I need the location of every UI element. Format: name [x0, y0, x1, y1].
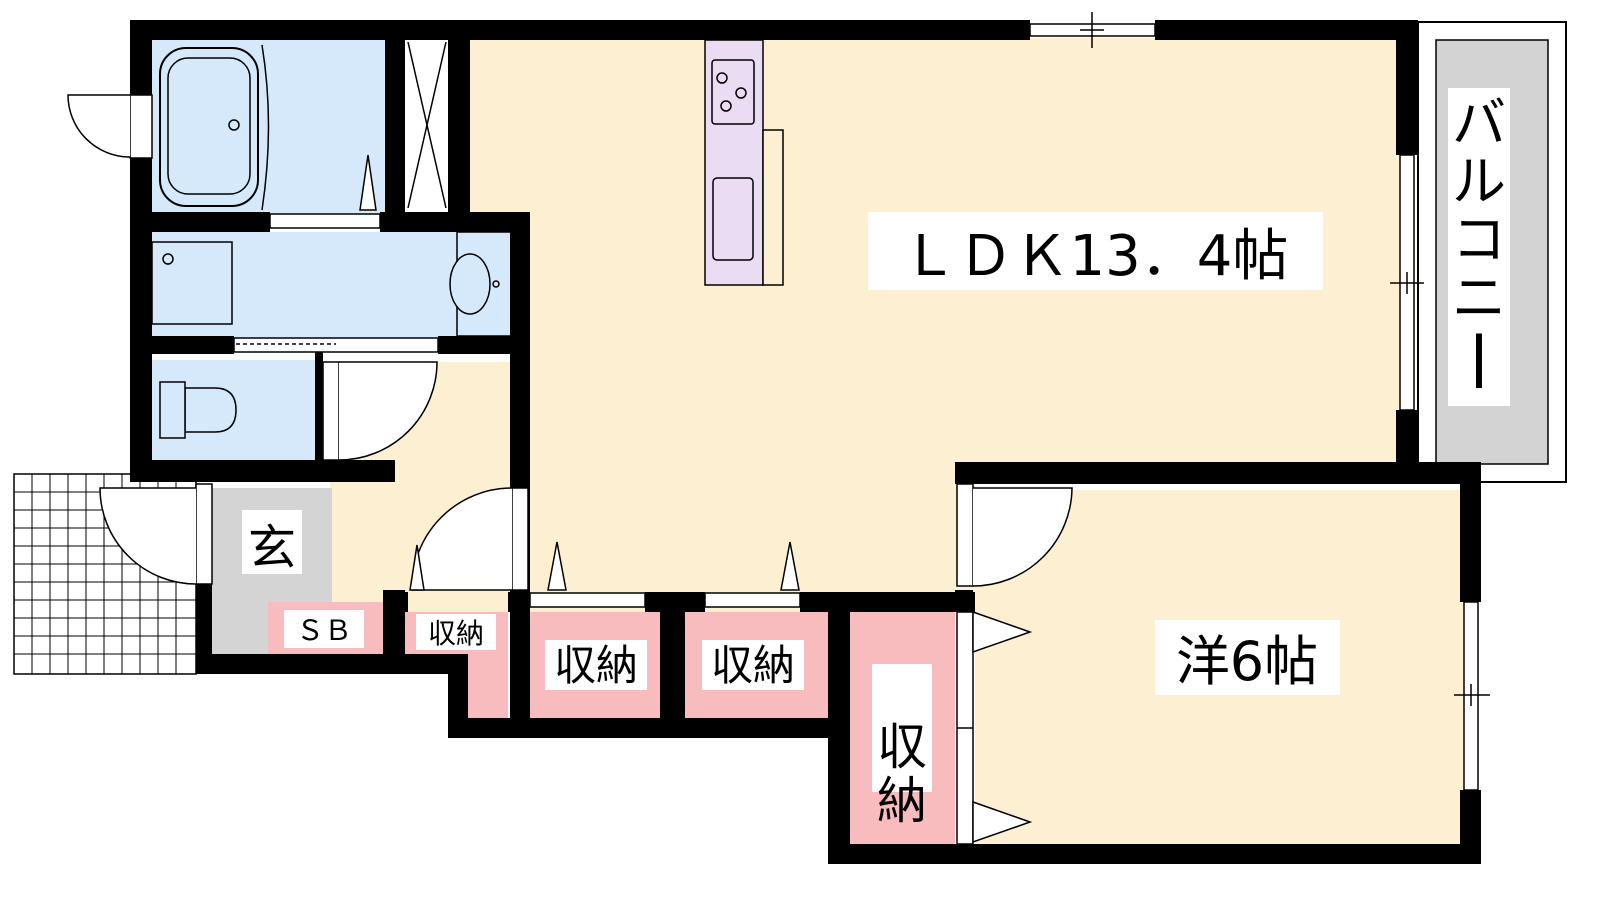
bath-window	[129, 94, 153, 159]
door-arrow	[359, 154, 377, 211]
entrance-label: 玄	[248, 520, 296, 576]
hall-door-leaf	[511, 487, 529, 591]
bath-curve	[261, 44, 270, 211]
kitchen-sink-icon	[712, 177, 754, 261]
storage-1-label: 収納	[554, 641, 638, 690]
shoebox-label-bg	[284, 610, 364, 648]
ldk-label-bg	[868, 212, 1323, 290]
toilet-tank	[159, 381, 186, 439]
small-storage-label: 収納	[428, 617, 484, 650]
balcony-label: バルコニ|	[1452, 92, 1506, 388]
toilet-door-swing	[338, 361, 438, 461]
washbasin-icon	[449, 253, 491, 315]
small-storage-label-bg	[416, 614, 496, 650]
western-label: 洋6帖	[1176, 630, 1318, 693]
entrance-door-frame	[195, 483, 213, 585]
window-marks	[1080, 12, 1490, 706]
storage-2-label: 収納	[711, 641, 795, 690]
entrance-label-bg	[242, 510, 302, 574]
storage-2-door	[704, 592, 801, 608]
walls	[130, 20, 1481, 864]
washing-machine-icon	[151, 241, 233, 325]
storage-1-door	[529, 592, 646, 608]
burner-icon	[720, 100, 732, 112]
washer-drain-icon	[162, 253, 174, 265]
storage-2-label-bg	[702, 640, 804, 690]
door-arrow	[547, 541, 567, 591]
burner-icon	[735, 87, 747, 99]
door-arrow	[780, 541, 800, 591]
drain-icon	[228, 119, 240, 131]
burner-icon	[716, 72, 728, 84]
storage-1-label-bg	[545, 640, 647, 690]
ldk-label: ＬＤＫ13．4帖	[902, 224, 1289, 289]
bath-sliding-door	[269, 213, 381, 229]
entrance-door-swing	[99, 487, 197, 585]
closet-x	[407, 41, 447, 209]
bath-door-swing	[67, 94, 131, 158]
toilet-icon	[184, 387, 237, 433]
western-door-swing	[972, 487, 1073, 587]
storage-3-label: 収納	[877, 718, 927, 830]
door-arrow	[972, 800, 1033, 844]
porch-grid	[14, 474, 196, 674]
door-arrow	[409, 544, 425, 591]
storage-3-label-bg	[872, 664, 932, 792]
faucet-icon	[492, 280, 500, 288]
bathtub-icon	[159, 47, 259, 207]
kitchen-backsplash	[762, 129, 784, 286]
balcony-label-bg	[1448, 88, 1510, 406]
western-door-leaf	[956, 483, 974, 587]
door-arrow	[972, 610, 1033, 654]
washroom-sliding-door	[233, 337, 439, 353]
western-label-bg	[1155, 620, 1340, 695]
toilet-door-leaf	[322, 361, 340, 461]
shoebox-label: ＳＢ	[296, 614, 352, 647]
stove-top	[711, 59, 755, 125]
bathtub-inner	[167, 57, 251, 195]
